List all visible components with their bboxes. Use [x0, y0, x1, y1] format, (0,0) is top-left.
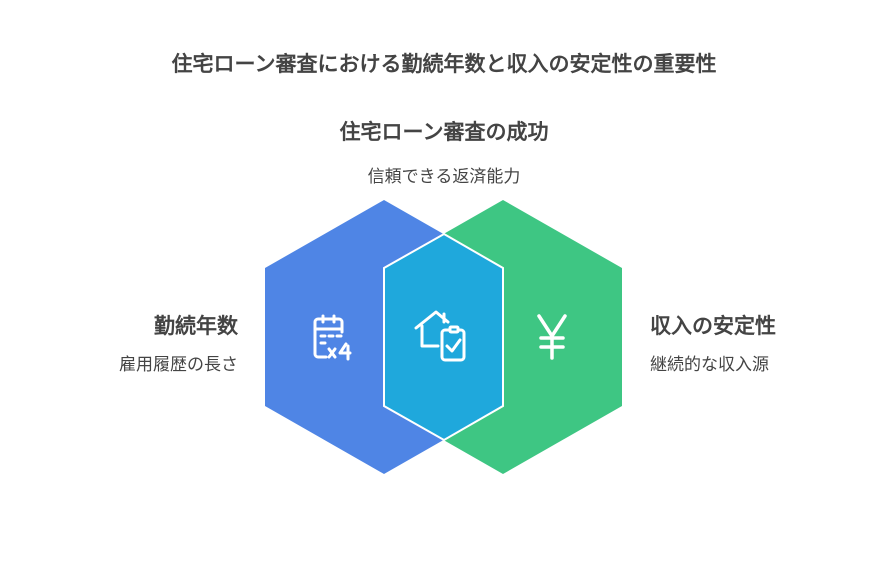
left-subtitle: 雇用履歴の長さ — [119, 355, 238, 375]
center-title: 住宅ローン審査の成功 — [339, 120, 549, 144]
center-subtitle: 信頼できる返済能力 — [367, 167, 521, 187]
yen-icon — [537, 314, 567, 360]
house-check-icon — [414, 310, 466, 362]
right-title: 収入の安定性 — [650, 314, 776, 338]
right-subtitle: 継続的な収入源 — [650, 355, 769, 375]
diagram-title: 住宅ローン審査における勤続年数と収入の安定性の重要性 — [171, 52, 717, 76]
left-title: 勤続年数 — [154, 314, 238, 338]
calendar-x4-icon — [313, 314, 352, 361]
